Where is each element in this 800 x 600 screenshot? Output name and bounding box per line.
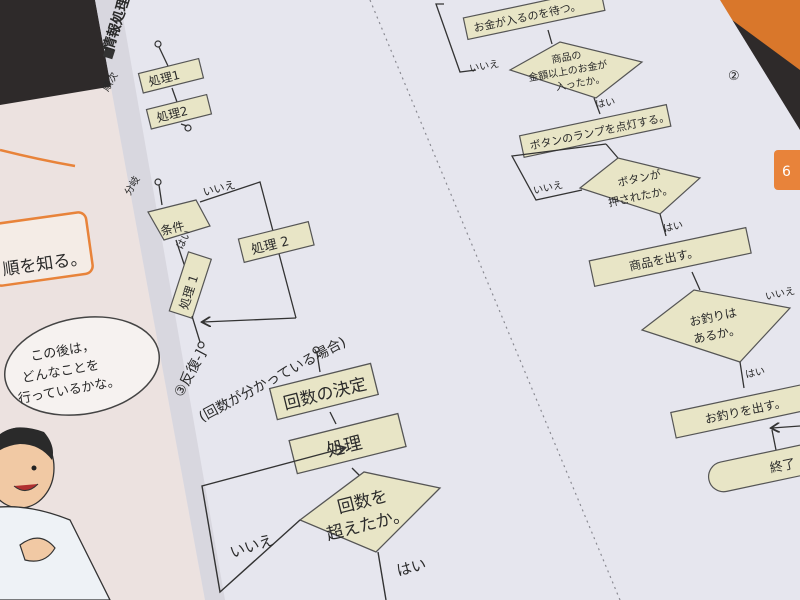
page-marker: ② [728, 69, 740, 84]
loop-start-node [312, 346, 320, 354]
loop-line [377, 551, 387, 600]
wait-coin-box [462, 0, 606, 41]
branch-proc-1-box [168, 251, 213, 319]
flow-line [771, 429, 777, 451]
flow-line [605, 143, 619, 159]
loop-back-path [201, 448, 344, 594]
main-page [95, 0, 800, 600]
branch-condition-diamond [147, 199, 211, 241]
loop-count-box [268, 362, 380, 421]
money-yes-label: はい [594, 96, 616, 111]
loop-line [329, 411, 337, 425]
change-decision-diamond [640, 289, 792, 363]
center-dotted-line [369, 0, 621, 600]
shirt [0, 506, 111, 600]
hand [19, 537, 56, 562]
flow-line [547, 29, 553, 45]
button-yes-label: はい [662, 219, 684, 235]
merge-arrow [772, 426, 800, 428]
seq-step-2: 処理2 [145, 93, 213, 130]
button-decision-diamond [578, 157, 702, 215]
loop-process-step: 処理 [288, 412, 407, 475]
left-page-content: 順を知る。 この後は， どんなことを 行っているかな。 [0, 148, 161, 600]
end-step: 終了 [708, 438, 800, 493]
orange-side-tab [774, 150, 800, 190]
flow-line [691, 271, 701, 291]
spine-shadow [95, 0, 225, 600]
section-bullet [102, 46, 116, 60]
branch-no-path [199, 181, 297, 319]
money-no-label: いいえ [468, 58, 500, 75]
seq-line [171, 87, 178, 103]
branch-condition-label: 条件 [159, 219, 186, 238]
loop-line [316, 352, 321, 373]
orange-rule [0, 148, 76, 168]
eye [31, 465, 37, 471]
branch-start-node [154, 178, 162, 186]
branch-end-node [197, 341, 205, 349]
seq-line [158, 46, 169, 67]
teacher-illustration [0, 427, 111, 600]
side-tab-label: 6 [782, 164, 791, 180]
wait-loop-path [435, 3, 477, 73]
change-yes-label: はい [744, 365, 766, 381]
branch-merge-arrow [203, 318, 297, 322]
flow-line [659, 213, 667, 237]
flow-line [739, 361, 745, 389]
branch-proc-2: 処理 2 [237, 220, 315, 264]
speech-bubble [3, 316, 161, 416]
end-terminal [708, 438, 800, 493]
flow-line [593, 97, 601, 115]
branch-line [191, 315, 201, 343]
dispense-box [588, 226, 752, 288]
seq-step-1: 処理1 [137, 57, 205, 94]
lamp-box [518, 103, 672, 159]
hair [0, 427, 53, 460]
branch-line [158, 184, 163, 206]
dispense-step: 商品を出す。 [588, 226, 752, 288]
end-label: 終了 [768, 456, 797, 477]
seq-start-node [154, 40, 162, 48]
mouth [13, 483, 39, 491]
seq-step-1-box [137, 57, 205, 94]
loop-decision-diamond [298, 471, 442, 553]
loop-process-box [288, 412, 407, 475]
change-box [670, 378, 800, 439]
money-decision-diamond [508, 41, 644, 99]
note-box [0, 211, 94, 287]
seq-step-2-box [145, 93, 213, 130]
seq-end-node [184, 124, 192, 132]
branch-proc-2-box [237, 220, 315, 264]
button-wait-loop [510, 143, 607, 201]
